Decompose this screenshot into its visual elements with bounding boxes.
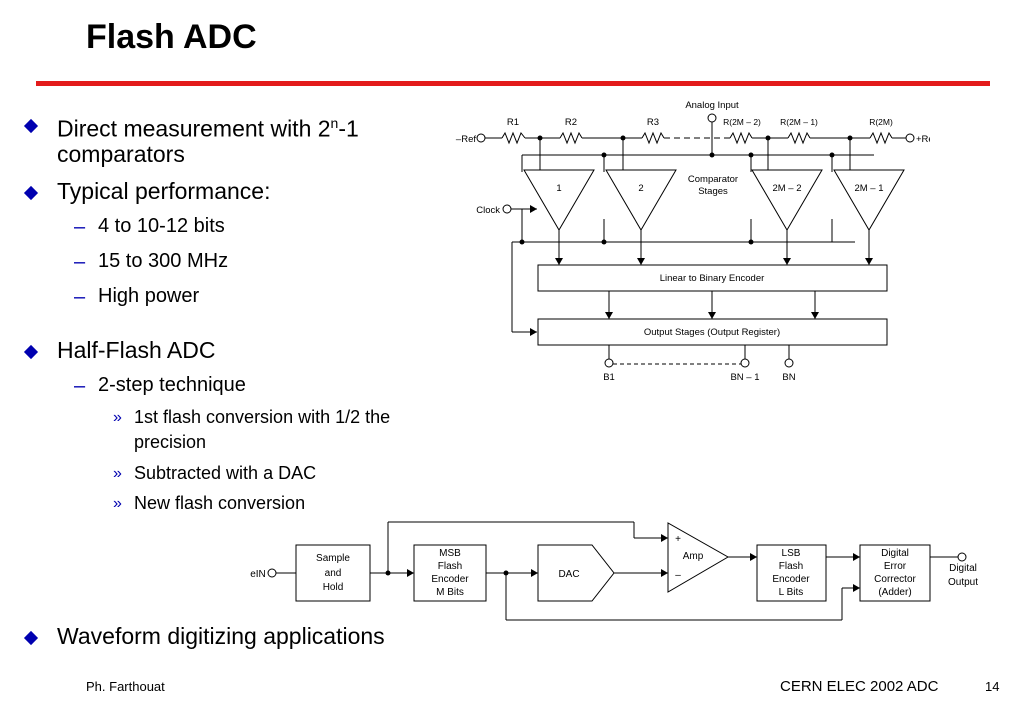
- comparator-label: 2: [638, 183, 643, 194]
- output-stages-label: Output Stages (Output Register): [644, 327, 780, 338]
- raquo-icon: »: [113, 465, 122, 482]
- resistor-label: R3: [647, 117, 659, 128]
- typical-item: 15 to 300 MHz: [98, 250, 229, 272]
- dac-label: DAC: [558, 569, 579, 580]
- resistor-label: R2: [565, 117, 577, 128]
- dash-icon: –: [74, 286, 86, 308]
- encoder-label: Linear to Binary Encoder: [660, 273, 765, 284]
- corrector-label: Error: [884, 561, 907, 572]
- bullet-waveform: Waveform digitizing applications: [57, 623, 385, 649]
- bullet-direct-suffix: -1: [338, 115, 359, 142]
- lsb-label: L Bits: [779, 587, 804, 598]
- amp-plus-label: +: [675, 534, 681, 545]
- footer-author: Ph. Farthouat: [86, 679, 165, 694]
- output-bit-label: BN – 1: [730, 372, 759, 383]
- bullet-diamond-icon: [23, 118, 39, 134]
- slide-title: Flash ADC: [86, 18, 257, 56]
- bullet-direct-line2: comparators: [57, 141, 185, 167]
- amp-minus-label: –: [675, 570, 681, 581]
- dash-icon: –: [74, 216, 86, 238]
- resistor-label: R(2M – 2): [723, 117, 761, 127]
- msb-label: Encoder: [431, 574, 469, 585]
- corrector-label: Corrector: [874, 574, 916, 585]
- title-rule: [36, 81, 990, 86]
- bullet-half-flash: Half-Flash ADC: [57, 337, 216, 363]
- sub-item-first: 1st flash conversion with 1/2 the: [134, 407, 391, 427]
- bullet-direct-prefix: Direct measurement with 2: [57, 115, 331, 142]
- bullet-typical: Typical performance:: [57, 178, 271, 204]
- analog-input-label: Analog Input: [685, 100, 739, 111]
- msb-label: MSB: [439, 548, 461, 559]
- raquo-icon: »: [113, 409, 122, 426]
- half-flash-diagram: eIN Sample and Hold MSB Flash Encoder M …: [250, 521, 978, 621]
- pos-ref-label: +Ref: [916, 134, 930, 145]
- two-step-item: 2-step technique: [98, 374, 246, 396]
- sub-item-first-line2: precision: [134, 432, 207, 452]
- sample-hold-label: Hold: [323, 582, 344, 593]
- bullet-diamond-icon: [23, 630, 39, 646]
- corrector-label: (Adder): [878, 587, 911, 598]
- comparator-label: 2M – 1: [854, 183, 883, 194]
- bullet-direct-sup: n: [330, 115, 339, 131]
- bullet-direct: Direct measurement with 2n-1: [57, 108, 359, 145]
- resistor-label: R1: [507, 117, 519, 128]
- output-bit-label: B1: [603, 372, 615, 383]
- neg-ref-label: –Ref: [456, 134, 476, 145]
- sub-item-second: Subtracted with a DAC: [134, 463, 317, 483]
- resistor-label: R(2M): [869, 117, 893, 127]
- lsb-label: Flash: [779, 561, 803, 572]
- dash-icon: –: [74, 251, 86, 273]
- page-number: 14: [985, 679, 1000, 694]
- flash-adc-diagram: Analog Input –Ref +Ref Clock R1 R2 R3 R(…: [456, 100, 930, 383]
- sub-item-third: New flash conversion: [134, 493, 306, 513]
- typical-item: High power: [98, 285, 200, 307]
- dash-icon: –: [74, 375, 86, 397]
- ein-label: eIN: [250, 569, 266, 580]
- bullet-diamond-icon: [23, 344, 39, 360]
- corrector-label: Digital: [881, 548, 909, 559]
- output-bit-label: BN: [782, 372, 795, 383]
- sample-hold-label: and: [325, 568, 342, 579]
- msb-label: M Bits: [436, 587, 464, 598]
- comparator-label: 2M – 2: [772, 183, 801, 194]
- comparator-label: 1: [556, 183, 561, 194]
- bullet-diamond-icon: [23, 185, 39, 201]
- raquo-icon: »: [113, 495, 122, 512]
- clock-label: Clock: [476, 205, 500, 216]
- typical-item: 4 to 10-12 bits: [98, 215, 225, 237]
- digital-output-label: Digital: [949, 563, 977, 574]
- amp-label: Amp: [683, 551, 704, 562]
- msb-label: Flash: [438, 561, 462, 572]
- sample-hold-label: Sample: [316, 553, 350, 564]
- resistor-label: R(2M – 1): [780, 117, 818, 127]
- footer-course: CERN ELEC 2002 ADC: [780, 678, 939, 695]
- lsb-label: Encoder: [772, 574, 810, 585]
- digital-output-label: Output: [948, 577, 978, 588]
- lsb-label: LSB: [782, 548, 801, 559]
- comparator-stages-label: Comparator: [688, 174, 738, 185]
- comparator-stages-label: Stages: [698, 186, 728, 197]
